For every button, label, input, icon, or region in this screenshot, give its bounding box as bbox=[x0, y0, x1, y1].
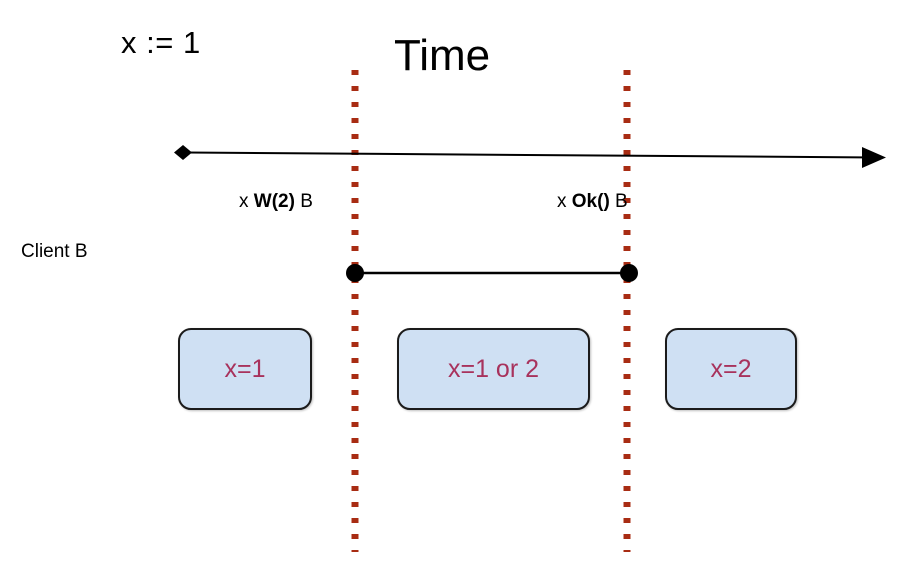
axis-start-diamond-icon bbox=[174, 145, 192, 160]
time-axis-title: Time bbox=[394, 31, 491, 80]
operation-write-emphasis: W(2) bbox=[253, 191, 295, 212]
operation-ok-suffix: B bbox=[609, 191, 628, 212]
state-box-before: x=1 bbox=[178, 328, 312, 410]
operation-write-suffix: B bbox=[294, 191, 313, 212]
axis-end-arrow-icon bbox=[862, 147, 886, 168]
operation-ok-prefix: x bbox=[557, 191, 572, 212]
state-box-during-text: x=1 or 2 bbox=[447, 354, 540, 383]
state-box-after: x=2 bbox=[665, 328, 797, 410]
state-box-during: x=1 or 2 bbox=[397, 328, 590, 410]
time-axis bbox=[174, 145, 886, 168]
client-b-label: Client B bbox=[21, 241, 88, 262]
state-box-after-text: x=2 bbox=[710, 354, 752, 383]
operation-label-write: x W(2) B bbox=[239, 190, 313, 214]
operation-ok-emphasis: Ok() bbox=[571, 191, 610, 212]
interval-start-dot-icon bbox=[346, 264, 364, 282]
interval-end-dot-icon bbox=[620, 264, 638, 282]
client-b-interval bbox=[346, 264, 638, 282]
operation-label-ok: x Ok() B bbox=[557, 190, 628, 214]
state-box-before-text: x=1 bbox=[224, 354, 266, 383]
operation-write-prefix: x bbox=[239, 191, 254, 212]
assignment-label: x := 1 bbox=[121, 25, 201, 60]
